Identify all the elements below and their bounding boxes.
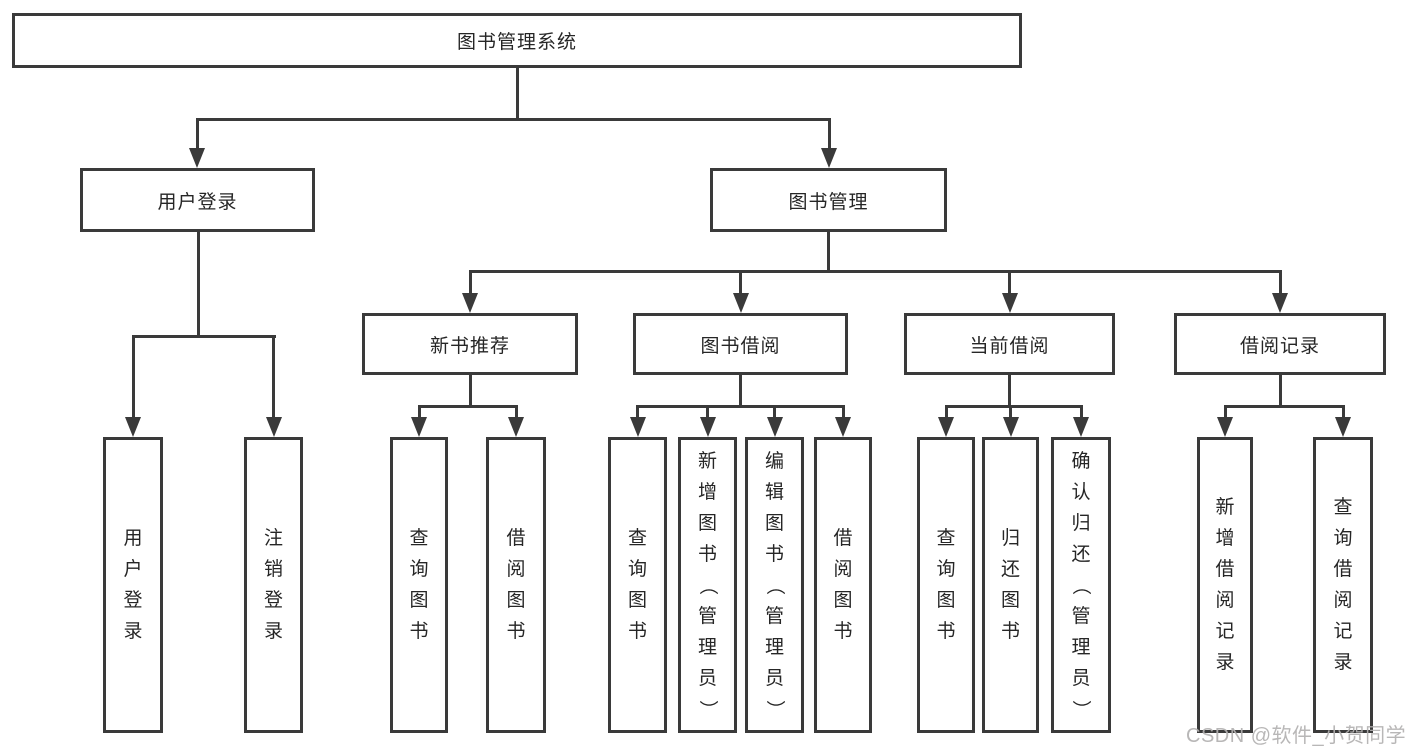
node-book-borrow: 图书借阅: [633, 313, 848, 375]
leaf-query-books-recommend: 查询图书: [390, 437, 448, 733]
leaf-add-borrow-record: 新增借阅记录: [1197, 437, 1253, 733]
node-current-borrow-label: 当前借阅: [969, 335, 1050, 357]
node-user-login-label: 用户登录: [157, 191, 238, 213]
leaf-query-books-recommend-label: 查询图书: [409, 528, 429, 642]
node-book-management: 图书管理: [710, 168, 947, 232]
leaf-query-books-borrow: 查询图书: [608, 437, 667, 733]
connector-arrow-icon: [1272, 293, 1288, 313]
connector-line: [827, 232, 830, 273]
csdn-watermark: CSDN @软件_小贺同学: [1186, 725, 1405, 747]
connector-line: [944, 405, 948, 419]
connector-line: [468, 375, 472, 408]
leaf-logout-label: 注销登录: [263, 528, 283, 642]
leaf-logout: 注销登录: [244, 437, 303, 733]
connector-line: [196, 232, 200, 338]
connector-line: [739, 375, 742, 408]
connector-arrow-icon: [265, 417, 282, 437]
connector-line: [841, 405, 845, 419]
connector-line: [1278, 375, 1282, 408]
leaf-return-books: 归还图书: [982, 437, 1039, 733]
connector-arrow-icon: [189, 148, 205, 168]
connector-line: [1223, 405, 1345, 408]
connector-line: [195, 118, 199, 152]
leaf-query-books-borrow-label: 查询图书: [627, 528, 647, 642]
connector-arrow-icon: [938, 417, 954, 437]
node-book-borrow-label: 图书借阅: [700, 335, 781, 357]
connector-line: [514, 405, 518, 419]
connector-arrow-icon: [835, 417, 851, 437]
leaf-user-login: 用户登录: [103, 437, 163, 733]
connector-line: [272, 335, 275, 421]
connector-line: [131, 335, 135, 421]
connector-arrow-icon: [821, 148, 837, 168]
connector-line: [468, 270, 472, 296]
connector-line: [773, 405, 776, 419]
node-new-book-recommend-label: 新书推荐: [429, 335, 510, 357]
leaf-borrow-books-recommend-label: 借阅图书: [506, 528, 526, 642]
leaf-query-borrow-record: 查询借阅记录: [1313, 437, 1373, 733]
connector-arrow-icon: [411, 417, 427, 437]
connector-line: [1079, 405, 1083, 419]
connector-line: [1008, 270, 1011, 296]
connector-arrow-icon: [1217, 417, 1233, 437]
leaf-add-book-admin: 新增图书（管理员）: [678, 437, 737, 733]
connector-line: [636, 405, 845, 408]
connector-line: [1009, 405, 1012, 419]
node-library-system-label: 图书管理系统: [456, 32, 577, 53]
connector-line: [468, 270, 1282, 273]
connector-arrow-icon: [629, 417, 646, 437]
leaf-edit-book-admin: 编辑图书（管理员）: [745, 437, 804, 733]
node-book-management-label: 图书管理: [788, 191, 869, 213]
leaf-query-books-current-label: 查询图书: [936, 528, 956, 642]
connector-line: [1223, 405, 1227, 419]
leaf-borrow-books: 借阅图书: [814, 437, 872, 733]
leaf-query-books-current: 查询图书: [917, 437, 975, 733]
leaf-return-books-label: 归还图书: [1000, 528, 1020, 642]
connector-arrow-icon: [462, 293, 478, 313]
connector-line: [1341, 405, 1345, 419]
connector-line: [1008, 375, 1011, 408]
node-new-book-recommend: 新书推荐: [362, 313, 578, 375]
leaf-confirm-return-admin: 确认归还（管理员）: [1051, 437, 1111, 733]
connector-line: [1278, 270, 1282, 296]
connector-line: [739, 270, 742, 296]
leaf-edit-book-admin-label: 编辑图书（管理员）: [763, 450, 785, 719]
leaf-confirm-return-admin-label: 确认归还（管理员）: [1070, 450, 1092, 719]
node-borrow-records-label: 借阅记录: [1239, 335, 1320, 357]
leaf-add-book-admin-label: 新增图书（管理员）: [696, 450, 718, 719]
connector-arrow-icon: [125, 417, 141, 437]
connector-arrow-icon: [732, 293, 749, 313]
connector-line: [827, 118, 831, 152]
node-user-login: 用户登录: [80, 168, 315, 232]
connector-line: [131, 335, 276, 338]
connector-line: [417, 405, 421, 419]
leaf-query-borrow-record-label: 查询借阅记录: [1333, 497, 1353, 673]
leaf-borrow-books-label: 借阅图书: [833, 528, 853, 642]
connector-arrow-icon: [1002, 417, 1019, 437]
connector-arrow-icon: [1335, 417, 1351, 437]
connector-line: [706, 405, 709, 419]
connector-arrow-icon: [766, 417, 783, 437]
connector-line: [636, 405, 639, 419]
node-current-borrow: 当前借阅: [904, 313, 1115, 375]
connector-arrow-icon: [699, 417, 716, 437]
connector-line: [515, 68, 519, 120]
connector-line: [944, 405, 1083, 408]
connector-line: [417, 405, 518, 408]
node-borrow-records: 借阅记录: [1174, 313, 1386, 375]
connector-arrow-icon: [1001, 293, 1018, 313]
connector-arrow-icon: [1073, 417, 1089, 437]
node-library-system: 图书管理系统: [12, 13, 1022, 68]
leaf-user-login-label: 用户登录: [123, 528, 143, 642]
leaf-add-borrow-record-label: 新增借阅记录: [1215, 497, 1235, 673]
connector-line: [195, 118, 831, 121]
leaf-borrow-books-recommend: 借阅图书: [486, 437, 546, 733]
connector-arrow-icon: [508, 417, 524, 437]
